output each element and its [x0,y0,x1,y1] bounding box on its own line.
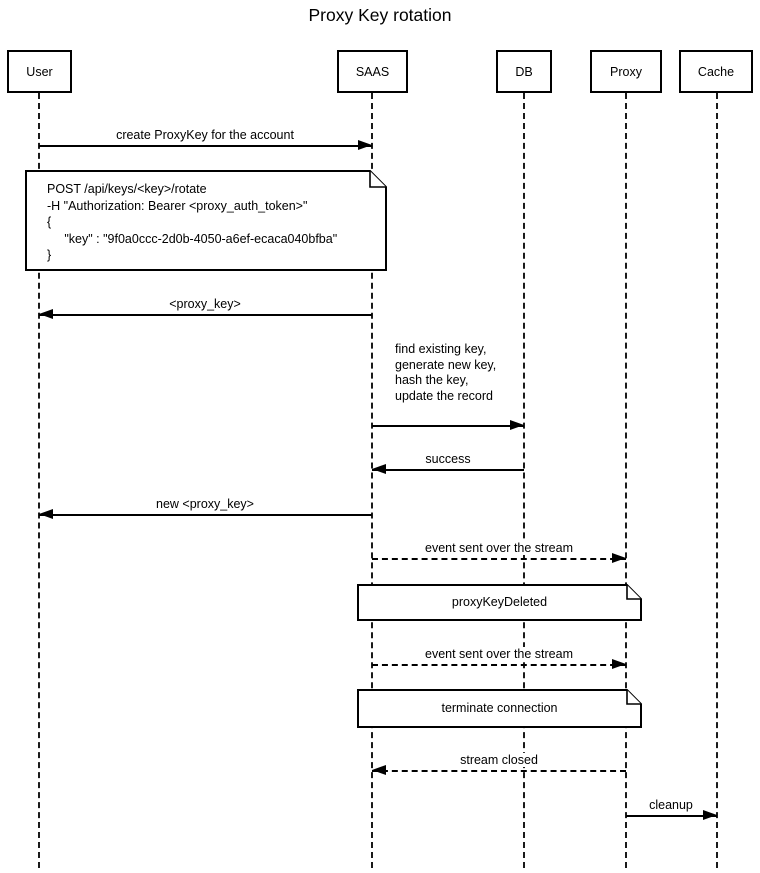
message-label: event sent over the stream [421,647,577,661]
arrowhead-left-icon [372,464,386,474]
actor-label-cache: Cache [697,64,735,79]
diagram-title: Proxy Key rotation [308,5,452,25]
message-line [372,664,626,666]
actor-label-user: User [26,64,53,79]
note-fold-icon [25,170,387,271]
message-line [372,558,626,560]
arrowhead-right-icon [510,420,524,430]
lifeline-cache [716,93,718,868]
arrowhead-right-icon [358,140,372,150]
message-line [626,815,717,817]
message-label: find existing key, generate new key, has… [393,342,499,404]
actor-box-cache: Cache [679,50,753,93]
note-fold-icon [357,689,642,728]
message-line [372,425,524,427]
message-line [372,469,524,471]
actor-box-user: User [7,50,72,93]
note-fold-icon [357,584,642,621]
message-label: <proxy_key> [165,297,245,311]
arrowhead-right-icon [703,810,717,820]
arrowhead-right-icon [612,659,626,669]
arrowhead-left-icon [39,309,53,319]
message-label: event sent over the stream [421,541,577,555]
note-request-payload: POST /api/keys/<key>/rotate -H "Authoriz… [47,182,338,263]
arrowhead-left-icon [372,765,386,775]
message-line [39,514,372,516]
note-terminate-connection: terminate connection [441,701,558,715]
message-label: new <proxy_key> [152,497,258,511]
note-proxykeydeleted: proxyKeyDeleted [451,595,548,609]
message-label: cleanup [645,798,697,812]
actor-label-db: DB [515,64,533,79]
actor-box-proxy: Proxy [590,50,662,93]
arrowhead-right-icon [612,553,626,563]
lifeline-user [38,93,40,868]
actor-box-saas: SAAS [337,50,408,93]
message-label: create ProxyKey for the account [112,128,298,142]
message-label: success [421,452,475,466]
lifeline-saas [371,93,373,868]
actor-label-saas: SAAS [355,64,390,79]
arrowhead-left-icon [39,509,53,519]
actor-label-proxy: Proxy [610,64,642,79]
message-line [39,314,372,316]
lifeline-proxy [625,93,627,868]
lifeline-db [523,93,525,868]
message-label: stream closed [456,753,542,767]
message-line [372,770,626,772]
actor-box-db: DB [496,50,552,93]
message-line [39,145,372,147]
